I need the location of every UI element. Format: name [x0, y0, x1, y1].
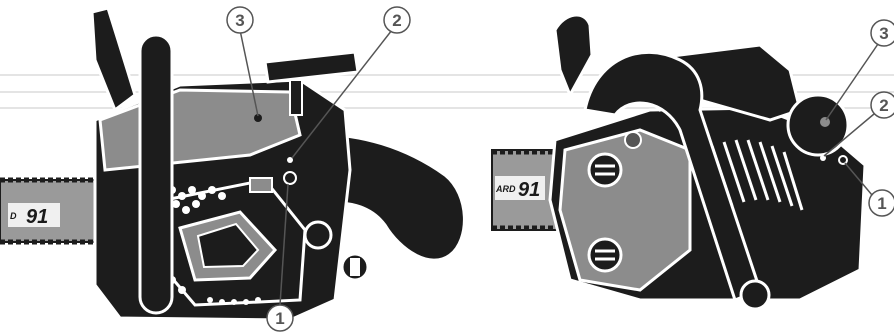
left-chainsaw: D 91	[0, 7, 464, 331]
left-bar-prefix: D	[10, 211, 17, 221]
left-bar-model-number: 91	[26, 206, 48, 228]
right-callout-2-label: 2	[879, 96, 888, 115]
right-fuel-cap	[788, 95, 848, 155]
right-callout-1-label: 1	[877, 194, 886, 213]
left-point-1	[284, 172, 296, 184]
right-front-cover	[560, 130, 690, 290]
left-throttle-switch	[250, 178, 272, 192]
left-callout-2-label: 2	[392, 11, 401, 30]
right-point-3	[820, 117, 830, 127]
left-front-handle	[140, 35, 172, 313]
left-control-knob	[305, 222, 331, 248]
right-bottom-bumper	[741, 281, 769, 309]
right-chain-brake-lever	[555, 15, 592, 95]
left-callout-1-label: 1	[275, 309, 284, 328]
right-bar-prefix: ARD	[495, 184, 516, 194]
right-chainsaw: ARD 91	[492, 15, 894, 309]
left-callout-3-label: 3	[235, 11, 244, 30]
left-chain-brake-lever	[92, 8, 135, 110]
right-bar-model-number: 91	[518, 179, 540, 201]
right-callout-3-label: 3	[879, 24, 888, 43]
